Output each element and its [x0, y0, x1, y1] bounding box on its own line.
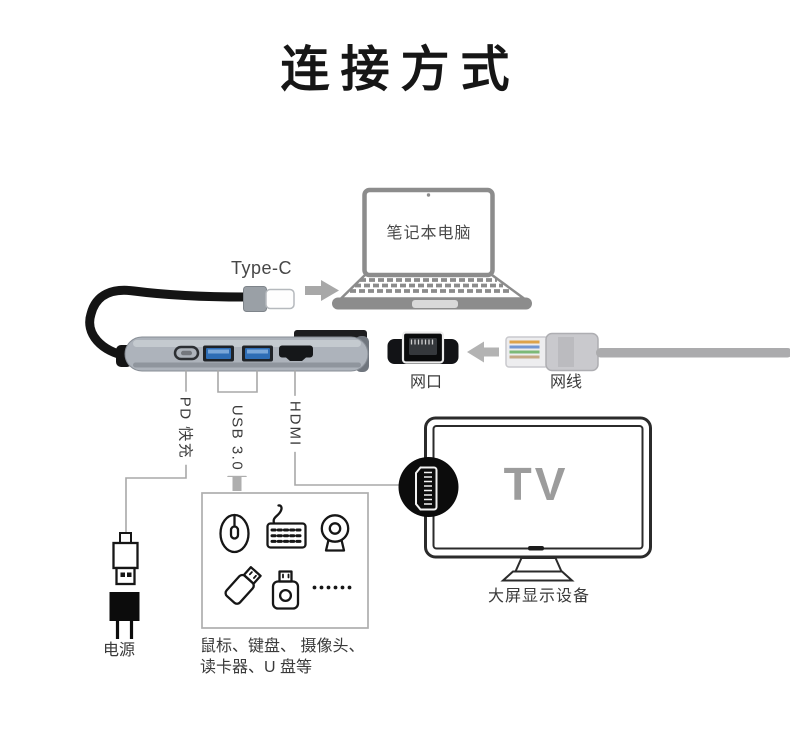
ethernet-port-illustration: [387, 331, 459, 364]
hdmi-plug-icon: [398, 457, 459, 517]
arrow-right-icon: [305, 280, 339, 301]
ethernet-cable-label: 网线: [549, 374, 583, 391]
usb-hub-illustration: [124, 330, 369, 372]
ethernet-cable-illustration: [505, 332, 790, 372]
accessories-caption-line1: 鼠标、键盘、 摄像头、: [200, 638, 365, 655]
hdmi-line: [294, 370, 399, 486]
tv-illustration: [398, 416, 652, 582]
page-title: 连接方式: [280, 43, 521, 97]
usb-line: [217, 370, 258, 393]
webcam-icon: [320, 514, 350, 552]
arrow-up-icon: [227, 462, 247, 491]
usb-flash-drive-icon: [224, 566, 262, 605]
hdmi-port: [279, 345, 313, 361]
usb3-port-1: [203, 345, 234, 362]
laptop-trackpad: [412, 300, 458, 308]
typec-connector-icon: [243, 286, 295, 312]
power-label: 电源: [103, 642, 136, 659]
keyboard-icon: [266, 504, 307, 549]
card-reader-icon: [271, 570, 300, 610]
accessories-caption: 鼠标、键盘、 摄像头、 读卡器、U 盘等: [200, 636, 364, 678]
usb-port-label: USB 3.0: [227, 399, 247, 477]
arrow-left-icon: [467, 341, 499, 363]
mouse-icon: [219, 513, 250, 554]
pd-port-label: PD 快充: [174, 391, 198, 465]
ethernet-port-label: 网口: [409, 374, 443, 391]
hdmi-port-label: HDMI: [285, 395, 305, 453]
webcam-dot-icon: [426, 193, 431, 197]
power-adapter-icon: [109, 592, 140, 639]
tv-screen-text: TV: [503, 458, 569, 510]
laptop-label: 笔记本电脑: [386, 225, 472, 242]
tv-caption: 大屏显示设备: [487, 588, 591, 605]
usb-plug-icon: [112, 532, 139, 586]
accessories-caption-line2: 读卡器、U 盘等: [200, 659, 313, 676]
usb3-port-2: [242, 345, 273, 362]
ellipsis-icon: [312, 585, 352, 590]
usbc-port: [173, 345, 200, 361]
typec-label: Type-C: [231, 258, 293, 278]
laptop-screen: [362, 187, 495, 278]
laptop-illustration: [332, 187, 532, 310]
